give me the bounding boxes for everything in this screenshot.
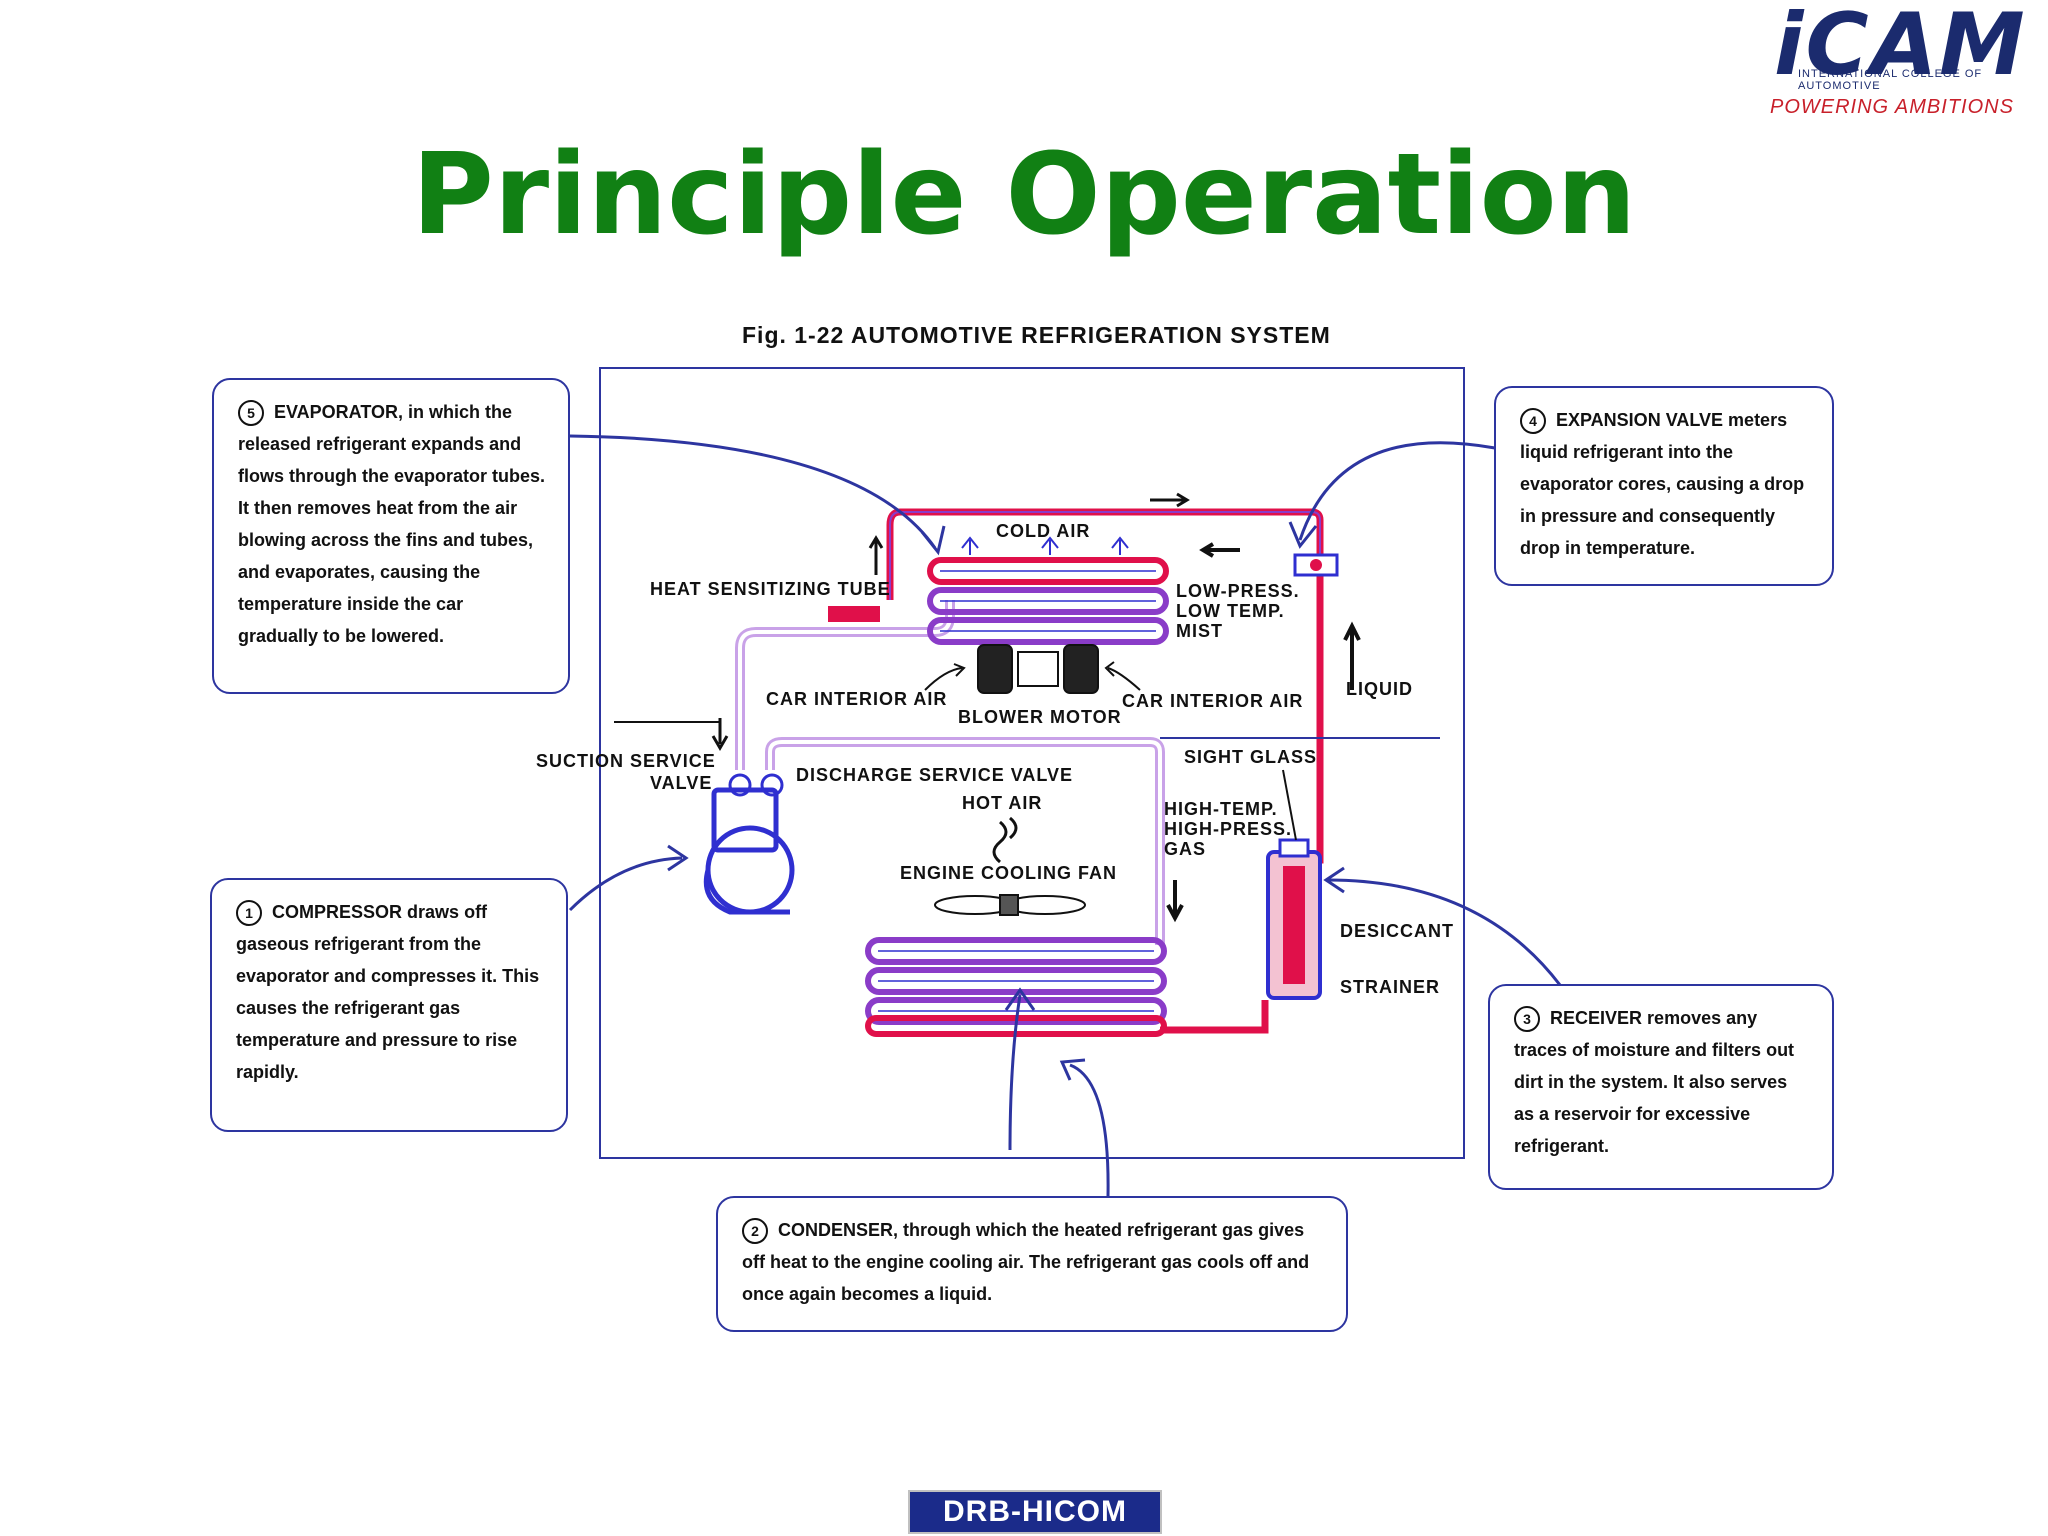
evaporator-fins bbox=[940, 570, 1156, 632]
drb-hicom-badge: DRB-HICOM bbox=[908, 1490, 1162, 1534]
label-blower-motor: BLOWER MOTOR bbox=[958, 707, 1122, 727]
note-number: 1 bbox=[236, 900, 262, 927]
compressor bbox=[703, 773, 795, 915]
callout-arrow-receiver-head bbox=[1323, 866, 1345, 894]
sight-glass-pointer bbox=[1282, 769, 1297, 841]
label-car-interior-air-right: CAR INTERIOR AIR bbox=[1122, 691, 1304, 711]
flow-arrow-up bbox=[868, 535, 884, 575]
flow-arrow-liquid bbox=[1343, 621, 1361, 690]
callout-arrow-condenser-head bbox=[1059, 1058, 1086, 1081]
note-heading: EXPANSION VALVE bbox=[1556, 410, 1724, 430]
label-gas: GAS bbox=[1164, 839, 1207, 859]
label-low-press: LOW-PRESS. bbox=[1176, 581, 1300, 601]
blower-motor bbox=[977, 644, 1099, 694]
note-heading: RECEIVER bbox=[1550, 1008, 1643, 1028]
label-mist: MIST bbox=[1176, 621, 1223, 641]
interior-air-arrow-right bbox=[1104, 661, 1141, 691]
label-car-interior-air-left: CAR INTERIOR AIR bbox=[766, 689, 948, 709]
label-hot-air: HOT AIR bbox=[962, 793, 1043, 813]
callout-arrow-expansion-head bbox=[1288, 521, 1318, 549]
page-title: Principle Operation bbox=[411, 130, 1637, 260]
callout-arrow-evaporator-head bbox=[920, 525, 946, 556]
callout-arrow-compressor-head bbox=[667, 844, 689, 872]
label-strainer: STRAINER bbox=[1340, 977, 1441, 997]
interior-air-arrow-left bbox=[924, 663, 966, 691]
note-number: 5 bbox=[238, 400, 264, 427]
note-number: 4 bbox=[1520, 408, 1546, 435]
callout-arrow-expansion bbox=[1298, 441, 1496, 541]
heat-sensitizing-tube bbox=[828, 606, 880, 622]
note-condenser: 2 CONDENSER, through which the heated ref… bbox=[716, 1196, 1348, 1332]
label-heat-sensitizing-tube: HEAT SENSITIZING TUBE bbox=[650, 579, 891, 599]
note-body: meters liquid refrigerant into the evapo… bbox=[1520, 410, 1805, 558]
logo-mark: iCAM bbox=[1774, 0, 2027, 95]
note-heading: CONDENSER, bbox=[778, 1220, 899, 1240]
condenser-fins bbox=[878, 950, 1154, 1012]
label-high-temp: HIGH-TEMP. bbox=[1164, 799, 1278, 819]
note-heading: COMPRESSOR bbox=[272, 902, 403, 922]
callout-arrow-condenser bbox=[1069, 1063, 1110, 1197]
note-receiver: 3 RECEIVER removes any traces of moisture… bbox=[1488, 984, 1834, 1190]
logo-tagline: POWERING AMBITIONS bbox=[1770, 96, 2014, 118]
label-desiccant: DESICCANT bbox=[1340, 921, 1455, 941]
note-body: draws off gaseous refrigerant from the e… bbox=[236, 902, 540, 1082]
note-body: removes any traces of moisture and filte… bbox=[1514, 1008, 1795, 1156]
figure-caption: Fig. 1-22 AUTOMOTIVE REFRIGERATION SYSTE… bbox=[742, 322, 1331, 348]
flow-arrow-left bbox=[1199, 542, 1240, 558]
note-number: 3 bbox=[1514, 1006, 1540, 1033]
figure-frame bbox=[599, 367, 1465, 1159]
label-engine-cooling-fan: ENGINE COOLING FAN bbox=[900, 863, 1118, 883]
callout-arrow-compressor bbox=[568, 856, 683, 912]
icam-logo: iCAM INTERNATIONAL COLLEGE OF AUTOMOTIVE… bbox=[1740, 0, 2040, 125]
label-suction-valve: VALVE bbox=[650, 773, 713, 793]
label-low-temp: LOW TEMP. bbox=[1176, 601, 1285, 621]
note-number: 2 bbox=[742, 1218, 768, 1245]
label-liquid: LIQUID bbox=[1346, 679, 1413, 699]
note-heading: EVAPORATOR, bbox=[274, 402, 404, 422]
label-high-press: HIGH-PRESS. bbox=[1164, 819, 1293, 839]
engine-cooling-fan bbox=[934, 894, 1086, 916]
cold-air-arrows bbox=[961, 536, 1129, 555]
label-cold-air: COLD AIR bbox=[996, 521, 1091, 541]
label-discharge-service-valve: DISCHARGE SERVICE VALVE bbox=[796, 765, 1074, 785]
callout-arrow-evaporator bbox=[569, 434, 937, 549]
callout-arrow-fan bbox=[1008, 994, 1022, 1151]
logo-subtitle: INTERNATIONAL COLLEGE OF AUTOMOTIVE bbox=[1798, 68, 1983, 92]
label-sight-glass: SIGHT GLASS bbox=[1184, 747, 1318, 767]
evaporator-coil bbox=[927, 557, 1169, 645]
label-suction-service: SUCTION SERVICE bbox=[536, 751, 716, 771]
hot-air-icon bbox=[992, 816, 1018, 864]
note-compressor: 1 COMPRESSOR draws off gaseous refrigeran… bbox=[210, 878, 568, 1132]
flow-arrow-top bbox=[1150, 492, 1190, 508]
liquid-line-inner bbox=[889, 511, 1321, 600]
note-evaporator: 5 EVAPORATOR, in which the released refri… bbox=[212, 378, 570, 694]
callout-arrow-receiver bbox=[1327, 878, 1562, 986]
flow-arrow-down bbox=[1166, 880, 1184, 923]
condenser-outlet bbox=[1160, 1000, 1269, 1034]
discharge-line-core bbox=[768, 740, 1162, 945]
callout-arrow-fan-head bbox=[1004, 987, 1036, 1011]
note-body: through which the heated refrigerant gas… bbox=[742, 1220, 1310, 1304]
receiver-drier bbox=[1266, 838, 1322, 1000]
note-body: in which the released refrigerant expand… bbox=[238, 402, 546, 646]
note-expansion-valve: 4 EXPANSION VALVE meters liquid refrigera… bbox=[1494, 386, 1834, 586]
